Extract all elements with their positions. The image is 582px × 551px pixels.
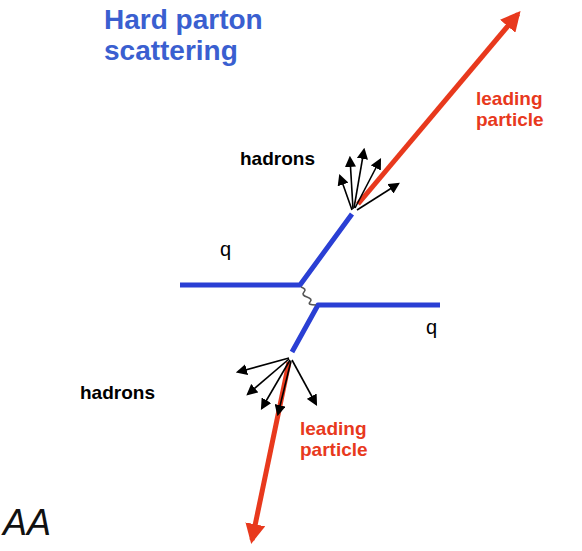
observable-label: AA [3, 503, 83, 543]
hadron-label: hadrons [80, 382, 180, 403]
parton-line [292, 305, 440, 352]
figure-heading: Hard parton scattering [104, 4, 309, 67]
parton-line [180, 214, 352, 285]
quark-label: q [426, 316, 446, 338]
hadron-label: hadrons [240, 148, 338, 169]
particle-label: leading particle [476, 88, 576, 131]
quark-label: q [220, 238, 240, 260]
gluon-line [301, 287, 316, 305]
particle-label: leading particle [300, 418, 400, 461]
hadron-arrows [340, 150, 398, 210]
hadron-arrows [238, 358, 316, 414]
